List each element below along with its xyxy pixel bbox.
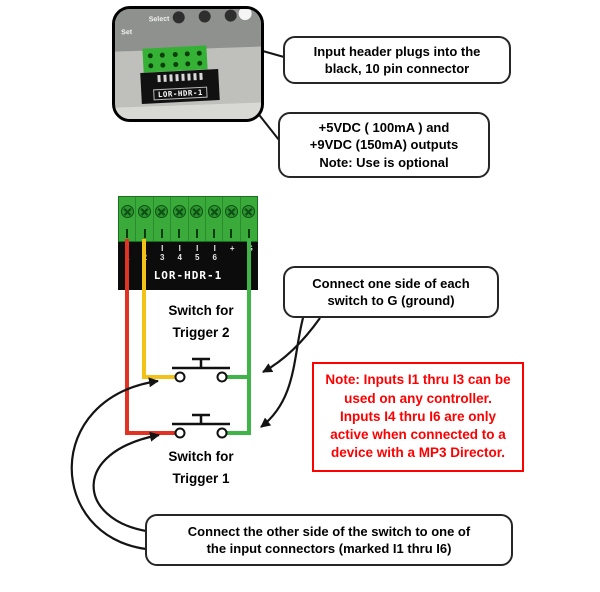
terminal-screw — [242, 205, 256, 218]
photo-pin-row — [156, 72, 203, 83]
terminal-pin-label: I2 — [140, 244, 150, 262]
terminal-screw — [172, 205, 186, 218]
controller-housing: Select Set — [115, 9, 261, 52]
photo-screw-row — [148, 60, 203, 68]
switch2-label: Switch for Trigger 2 — [168, 303, 234, 340]
terminal-pin-label: I1 — [122, 244, 132, 262]
terminal-board-label: LOR-HDR-1 — [153, 269, 223, 282]
switch-trigger-1-symbol — [172, 413, 230, 439]
callout-text: +5VDC ( 100mA ) and — [318, 120, 450, 136]
switch-trigger-2-symbol — [172, 357, 230, 383]
callout-text: Note: Use is optional — [319, 154, 449, 170]
photo-board-label: LOR-HDR-1 — [153, 86, 208, 101]
callout-input-connectors: Connect the other side of the switch to … — [145, 514, 513, 566]
knob-icon — [224, 9, 237, 22]
switch1-label: Switch for Trigger 1 — [168, 449, 234, 486]
terminal-pin: + — [223, 242, 241, 269]
photo-screw-row — [147, 50, 202, 58]
terminal-pin-label: I3 — [157, 244, 167, 262]
terminal-pin: I2 — [136, 242, 154, 269]
terminal-black-section: I1 I2 I3 I4 I5 I6 + G LOR-HDR-1 — [118, 242, 258, 290]
terminal-pin: G — [241, 242, 259, 269]
photo-select-label: Select — [148, 15, 170, 24]
terminal-screw-row — [119, 197, 257, 226]
terminal-pin-label: I4 — [175, 244, 185, 262]
terminal-pin-row: I1 I2 I3 I4 I5 I6 + G — [118, 242, 258, 269]
callout-text: switch to G (ground) — [327, 293, 455, 308]
callout-text: Connect one side of each — [312, 275, 470, 291]
photo-base — [115, 102, 261, 119]
terminal-screw — [190, 205, 204, 218]
terminal-pin: I4 — [171, 242, 189, 269]
terminal-pin: I1 — [118, 242, 136, 269]
callout-text: the input connectors (marked I1 thru I6) — [206, 541, 452, 556]
callout-text: Input header plugs into the — [313, 43, 481, 59]
photo-black-connector: LOR-HDR-1 — [140, 68, 220, 105]
callout-text: Connect the other side of the switch to … — [187, 523, 471, 539]
terminal-pin-label: I5 — [192, 244, 202, 262]
terminal-pin-label: G — [245, 244, 255, 253]
terminal-slot-row — [119, 226, 257, 241]
callout-text: +9VDC (150mA) outputs — [309, 137, 459, 153]
terminal-screw — [138, 205, 152, 218]
terminal-screw — [155, 205, 169, 218]
callout-input-header: Input header plugs into the black, 10 pi… — [283, 36, 511, 84]
led-hole-icon — [238, 9, 252, 21]
header-photo: Select Set LOR-HDR-1 — [112, 6, 264, 122]
terminal-pin-label: + — [227, 244, 237, 253]
callout-text: black, 10 pin connector — [324, 61, 470, 76]
photo-green-terminal — [142, 45, 208, 73]
note-mp3-director: Note: Inputs I1 thru I3 can be used on a… — [312, 362, 524, 472]
terminal-pin: I5 — [188, 242, 206, 269]
terminal-block: I1 I2 I3 I4 I5 I6 + G LOR-HDR-1 — [118, 196, 258, 290]
terminal-pin: I3 — [153, 242, 171, 269]
note-text: Note: Inputs I1 thru I3 can be used on a… — [325, 372, 511, 461]
terminal-screw — [120, 205, 134, 218]
terminal-screw — [207, 205, 221, 218]
callout-ground: Connect one side of each switch to G (gr… — [283, 266, 499, 318]
terminal-pin-label: I6 — [210, 244, 220, 262]
terminal-green-section — [118, 196, 258, 242]
callout-power-outputs: +5VDC ( 100mA ) and +9VDC (150mA) output… — [278, 112, 490, 178]
photo-set-label: Set — [121, 29, 133, 37]
knob-icon — [198, 10, 211, 23]
knob-icon — [172, 11, 185, 24]
terminal-screw — [224, 205, 238, 218]
ground-arrow-lower — [260, 317, 305, 428]
terminal-pin: I6 — [206, 242, 224, 269]
